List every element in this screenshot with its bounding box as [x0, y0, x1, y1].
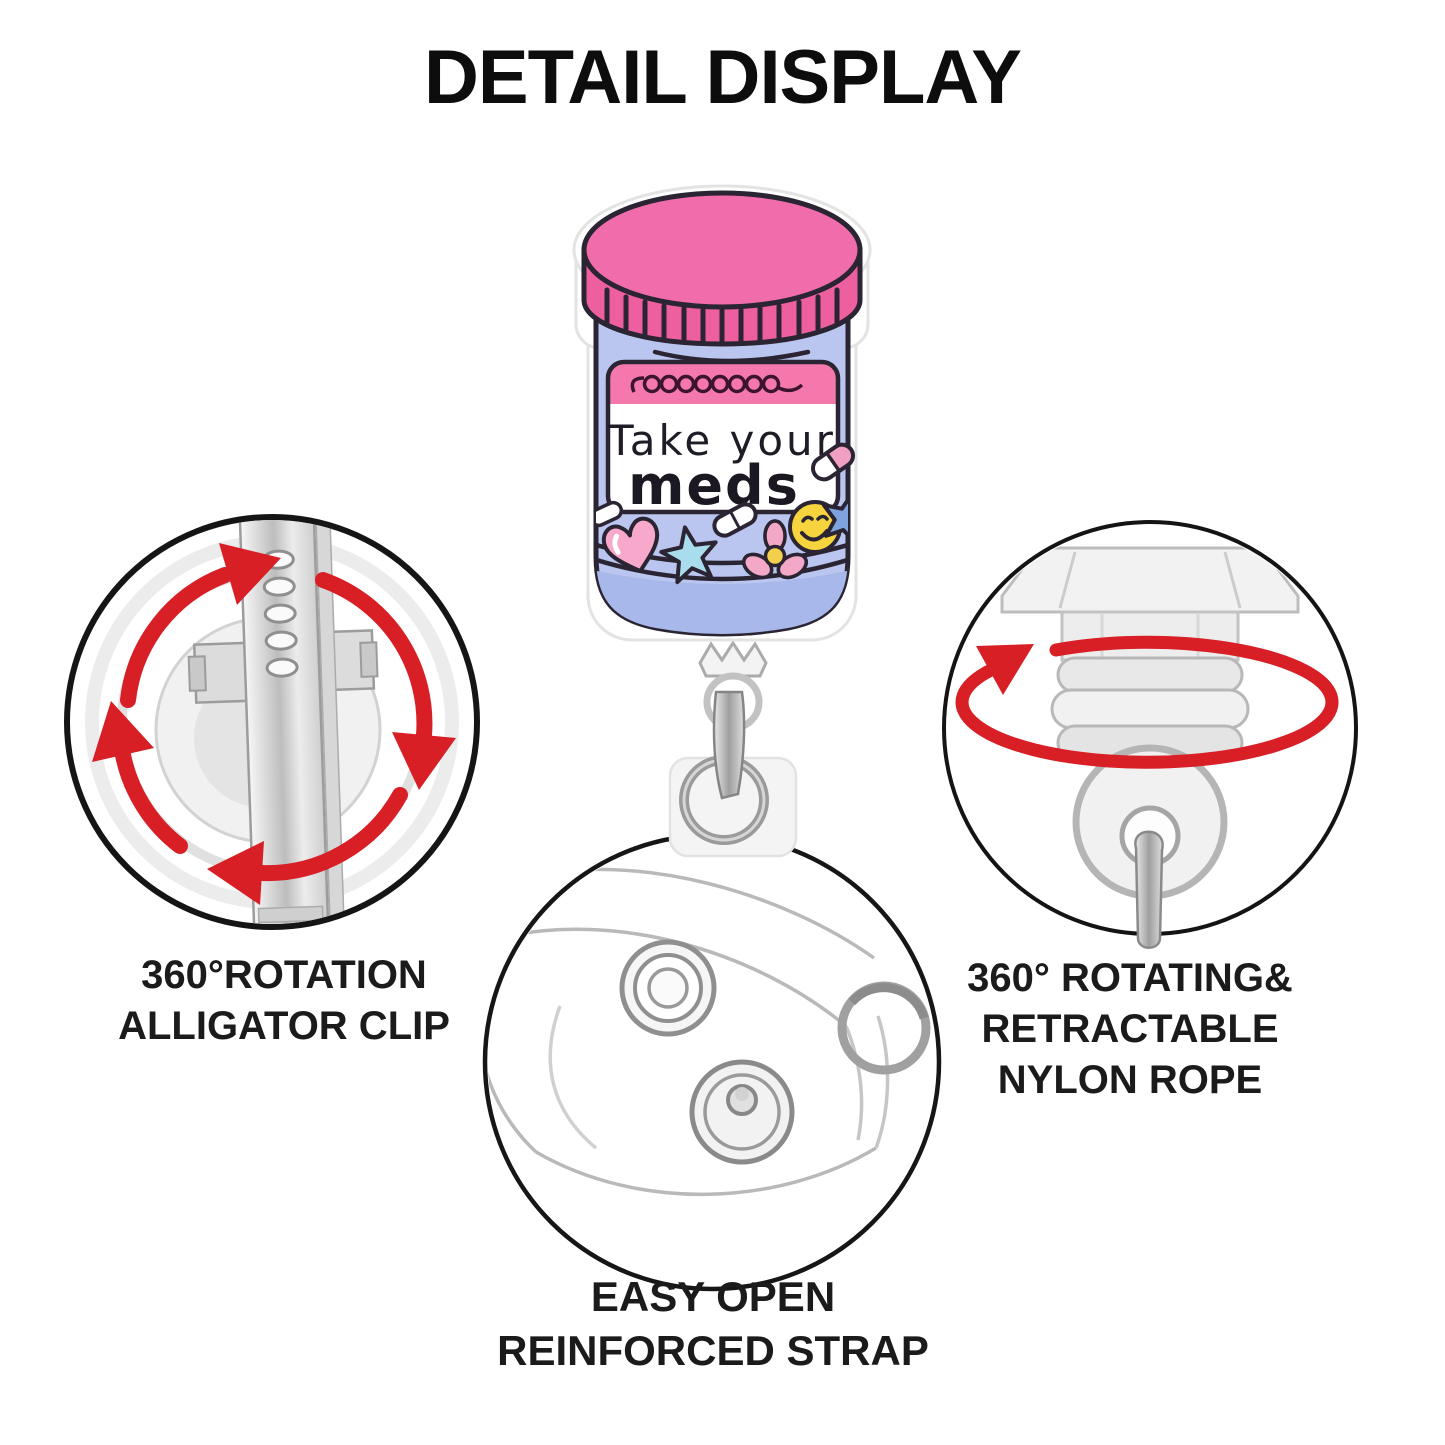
- bottle-label-text-line2: meds: [628, 454, 800, 517]
- cap-ridges: [604, 287, 840, 345]
- bottle-rim-line: [596, 555, 848, 582]
- callout-line: ALLIGATOR CLIP: [118, 1004, 450, 1049]
- strap-fold: [488, 937, 538, 1154]
- callout-line: 360° ROTATING&: [967, 956, 1293, 1000]
- strap-edge: [535, 1146, 877, 1196]
- swivel-callout: [942, 520, 1358, 949]
- callout-label-alligator-clip: 360°ROTATION ALLIGATOR CLIP: [38, 950, 530, 1052]
- blue-star-icon: [821, 491, 848, 546]
- clip-hole: [264, 630, 298, 651]
- alligator-clip-photo: [85, 520, 459, 924]
- white-pill-icon: [596, 500, 624, 528]
- callout-line: NYLON ROPE: [997, 1058, 1263, 1103]
- pill-bottle-cap: [581, 190, 863, 347]
- label-pink-band: [608, 362, 838, 404]
- callout-label-reinforced-strap: EASY OPEN REINFORCED STRAP: [418, 1270, 1008, 1378]
- heart-icon: [601, 516, 660, 573]
- metal-hook: [1134, 830, 1164, 949]
- capsule-icon: [810, 442, 856, 482]
- snap-socket: [619, 939, 717, 1037]
- swivel-rib: [1056, 656, 1244, 694]
- bottle-label: Take your meds: [605, 359, 856, 517]
- clip-hole: [263, 603, 297, 624]
- label-white-area: [608, 404, 838, 512]
- white-pill-icon: [712, 502, 758, 538]
- split-ring: [837, 981, 931, 1075]
- swivel-rib: [1050, 688, 1250, 730]
- bottle-decorations: [596, 491, 848, 585]
- strap-photo: [488, 867, 931, 1196]
- scribble-doodle: [630, 374, 804, 394]
- alligator-clip-callout: [64, 514, 480, 930]
- callout-line: 360°ROTATION: [141, 953, 427, 997]
- flower-icon: [742, 519, 808, 580]
- rotation-arrow-ellipse: [955, 635, 1339, 769]
- strap-callout: [482, 832, 942, 1292]
- swivel-joint-photo: [955, 546, 1339, 900]
- clip-metal-strip: [238, 520, 330, 924]
- callout-line: EASY OPEN: [590, 1273, 836, 1320]
- clip-hole: [262, 576, 296, 597]
- badge-reel-connector: [668, 640, 798, 858]
- callout-circle-border: [482, 832, 942, 1292]
- connector-crown: [698, 640, 768, 678]
- pill-bottle-charm: Take your meds: [572, 184, 872, 642]
- callout-line: REINFORCED STRAP: [497, 1326, 929, 1374]
- swivel-top-flange: [1000, 546, 1300, 614]
- page-title: DETAIL DISPLAY: [424, 35, 1022, 120]
- callout-line: RETRACTABLE: [981, 1007, 1279, 1052]
- metal-hook: [712, 690, 746, 800]
- rotation-arrows: [92, 543, 456, 905]
- bottle-bottom-shade: [596, 562, 848, 634]
- teal-star-icon: [659, 525, 718, 585]
- callout-label-nylon-rope: 360° ROTATING& RETRACTABLE NYLON ROPE: [898, 953, 1362, 1107]
- snap-stud: [689, 1059, 795, 1165]
- clip-hole: [265, 657, 299, 678]
- bottle-label-text-line1: Take your: [607, 416, 836, 465]
